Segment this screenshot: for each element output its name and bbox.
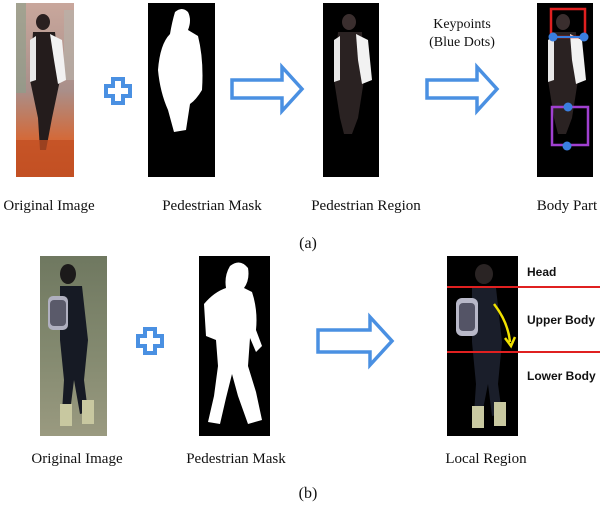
b-caption-mask: Pedestrian Mask [186, 451, 286, 467]
b-pedestrian-mask [199, 256, 270, 436]
a-keypoint [579, 32, 589, 42]
b-original-image [40, 256, 107, 436]
a-keypoint [548, 32, 558, 42]
a-original-image [16, 3, 74, 177]
a-keypoints-label-line1: Keypoints [433, 17, 491, 32]
b-caption-region: Local Region [445, 451, 527, 467]
a-body-part-image [537, 3, 593, 177]
a-arrow-1 [230, 62, 305, 116]
a-caption-part: Body Part [537, 198, 598, 214]
b-label-head: Head [527, 265, 556, 279]
a-caption-region: Pedestrian Region [311, 198, 421, 214]
b-label-upper: Upper Body [527, 313, 595, 327]
a-pedestrian-region [323, 3, 379, 177]
b-caption-original: Original Image [31, 451, 123, 467]
b-plus-icon [136, 327, 164, 355]
b-panel-tag: (b) [299, 485, 318, 502]
b-local-region-image [447, 256, 600, 436]
a-keypoint [562, 141, 572, 151]
b-arrow [316, 312, 395, 370]
a-panel-tag: (a) [299, 235, 317, 252]
a-plus-icon [104, 77, 132, 105]
a-pedestrian-mask [148, 3, 215, 177]
a-caption-original: Original Image [3, 198, 95, 214]
a-arrow-2 [425, 62, 500, 116]
a-keypoint [563, 102, 573, 112]
b-label-lower: Lower Body [527, 369, 596, 383]
a-keypoints-label-line2: (Blue Dots) [429, 35, 495, 50]
b-curve-arrow [493, 303, 512, 343]
a-caption-mask: Pedestrian Mask [162, 198, 262, 214]
